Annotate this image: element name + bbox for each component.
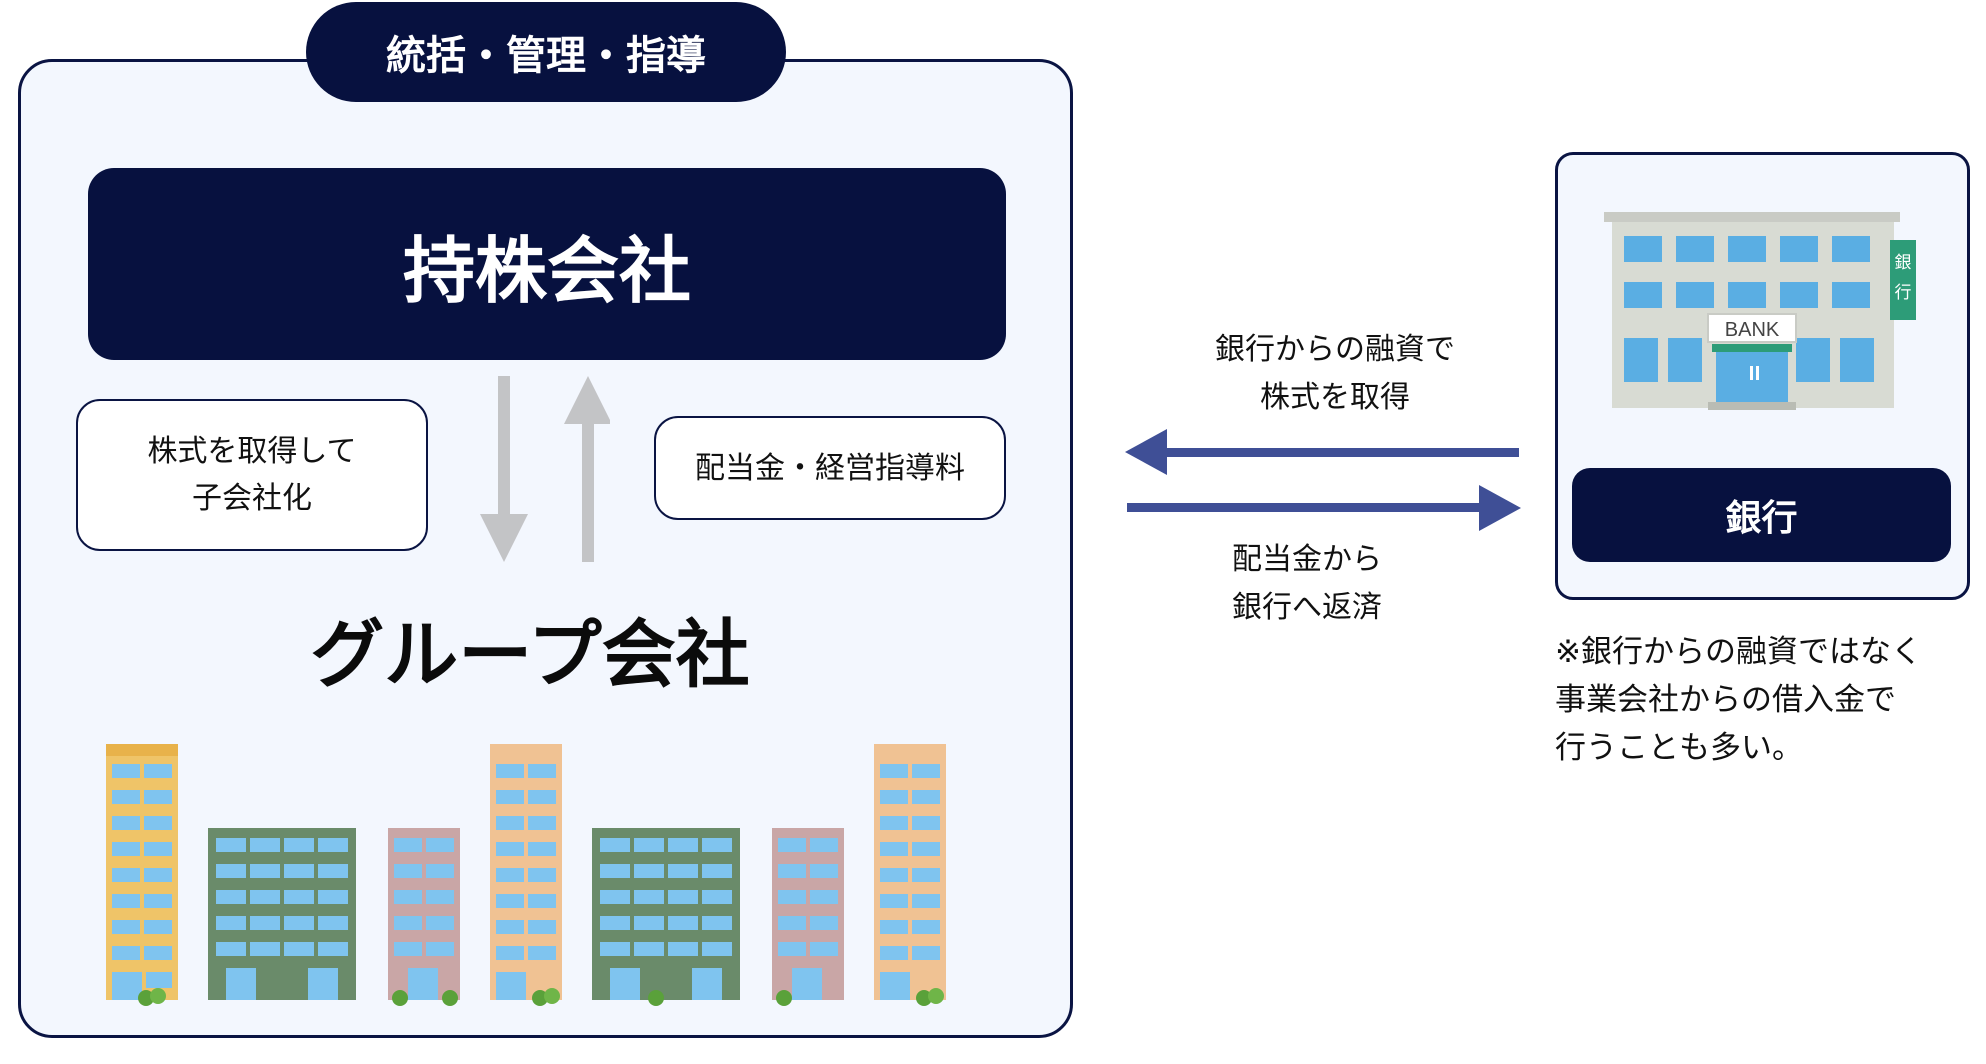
dividend-note: 配当金・経営指導料 [654,416,1006,520]
repay-label: 配当金から 銀行へ返済 [1232,542,1382,625]
group-buildings-illustration [106,744,946,1006]
building-2-icon [208,828,356,1000]
building-4-icon [490,744,562,1006]
bank-label: 銀行 [1572,468,1951,562]
loan-label: 銀行からの融資で 株式を取得 [1215,332,1455,415]
vertical-arrows [480,376,610,562]
building-3-icon [388,828,460,1006]
dividend-text: 配当金・経営指導料 [695,450,965,486]
management-tab: 統括・管理・指導 [306,2,786,102]
right-arrow-icon [1127,485,1521,531]
bank-building-icon: BANK 銀 行 [1604,212,1916,410]
flow-arrows [1125,429,1521,531]
bank-sign-text: BANK [1725,319,1780,341]
acquire-shares-text: 株式を取得して 子会社化 [147,434,357,516]
acquire-shares-note: 株式を取得して 子会社化 [76,399,428,551]
bank-side-sign-2: 行 [1895,283,1912,303]
building-7-icon [874,744,946,1006]
building-5-icon [592,828,740,1006]
holding-company-box: 持株会社 [88,168,1006,360]
down-arrow-icon [480,376,528,562]
up-arrow-icon [564,376,610,562]
group-company-title: グループ会社 [310,611,750,698]
bank-side-sign: 銀 [1895,253,1912,273]
bank-footnote: ※銀行からの融資ではなく 事業会社からの借入金で 行うことも多い。 [1555,634,1922,766]
building-6-icon [772,828,844,1006]
left-arrow-icon [1125,429,1519,475]
building-1-icon [106,744,178,1006]
